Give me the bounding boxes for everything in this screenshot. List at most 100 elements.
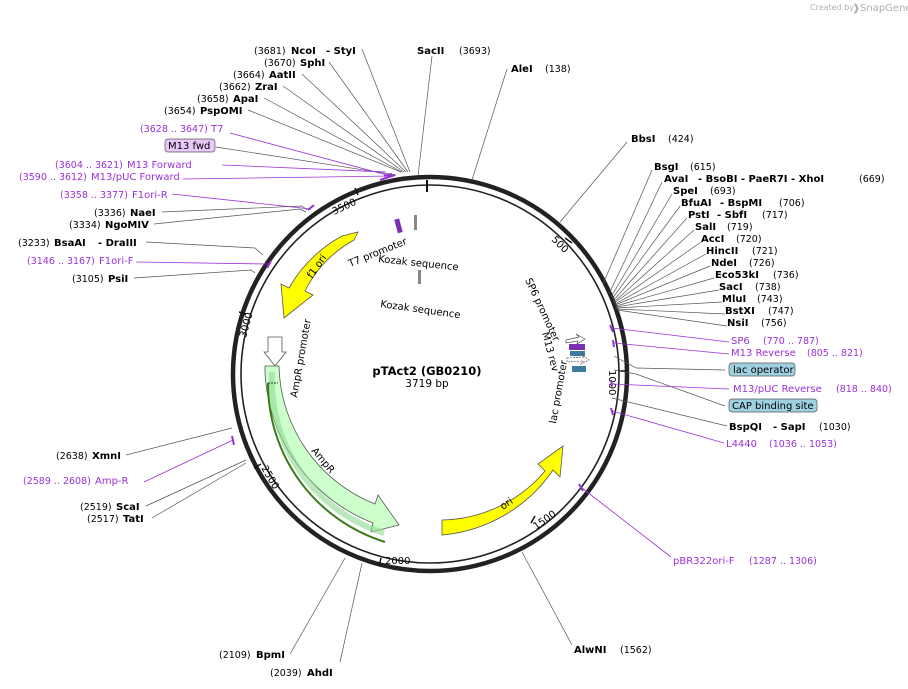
site-acci[interactable]: AccI (701, 234, 724, 245)
brand-created-by: Created by (810, 3, 854, 12)
site-alei[interactable]: AleI (511, 64, 533, 75)
feature-lac-operator[interactable]: lac operator (733, 365, 794, 376)
site-pos: (736) (773, 270, 799, 281)
primer-m13-reverse[interactable]: M13 Reverse (731, 348, 796, 359)
site-aatii[interactable]: AatII (269, 70, 296, 81)
ampr-promoter-label: AmpR promoter (289, 317, 314, 398)
site-apai[interactable]: ApaI (233, 94, 258, 105)
site-pos: (747) (768, 306, 794, 317)
site-sali[interactable]: SalI (695, 222, 716, 233)
site-bsaai[interactable]: BsaAI (54, 238, 86, 249)
left-primer-lines (135, 132, 397, 483)
site-bsobi-paer7i-xhoi[interactable]: - BsoBI - PaeR7I - XhoI (698, 174, 824, 185)
site-bstxi[interactable]: BstXI (725, 306, 755, 317)
site-xmni[interactable]: XmnI (92, 451, 121, 462)
site-pos: (721) (752, 246, 778, 257)
site-alwni[interactable]: AlwNI (574, 645, 607, 656)
primer-range: (3628 .. 3647) (140, 124, 208, 135)
site-ncoi[interactable]: NcoI (291, 46, 316, 57)
site-pos: (2039) (270, 668, 302, 679)
snapgene-logo: ❱ (852, 3, 860, 14)
primer-m13-fwd[interactable]: M13 fwd (168, 141, 210, 152)
site-bpmi[interactable]: BpmI (256, 650, 285, 661)
site-eco53ki[interactable]: Eco53kI (715, 270, 759, 281)
site-pos: (720) (736, 234, 762, 245)
primer-m13fwd-box[interactable] (164, 138, 216, 153)
sp6-promoter-arrow (565, 333, 586, 345)
backbone-outer (230, 174, 630, 574)
primer-range: (1287 .. 1306) (749, 556, 817, 567)
site-psii[interactable]: PsiI (108, 274, 128, 285)
site-sphi[interactable]: SphI (300, 58, 325, 69)
cap-binding-box[interactable] (728, 398, 818, 413)
primer-pbr322ori-f[interactable]: pBR322ori-F (673, 556, 735, 567)
site-sacii[interactable]: SacII (417, 46, 444, 57)
site-pos: (2109) (219, 650, 251, 661)
site-hincii[interactable]: HincII (706, 246, 738, 257)
ori-arrow (441, 445, 564, 536)
site-bfuai[interactable]: BfuAI (681, 198, 712, 209)
sp6-mark (569, 344, 585, 350)
site-psti[interactable]: PstI (688, 210, 710, 221)
lac-operator-box[interactable] (728, 362, 796, 377)
feature-cap-binding-site[interactable]: CAP binding site (732, 401, 814, 412)
t7-promoter-mark (394, 218, 403, 234)
site-pos: (719) (727, 222, 753, 233)
site-pos: (138) (545, 64, 571, 75)
site-pos: (726) (749, 258, 775, 269)
site-pos: (2517) (87, 514, 119, 525)
primer-range: (3590 .. 3612) (19, 172, 87, 183)
site-ndei[interactable]: NdeI (711, 258, 737, 269)
site-pos: (424) (668, 134, 694, 145)
site-pos: (3681) (254, 46, 286, 57)
site-bbsi[interactable]: BbsI (631, 134, 655, 145)
site-pos: (706) (779, 198, 805, 209)
site-styi[interactable]: - StyI (326, 46, 356, 57)
site-pos: (3105) (72, 274, 104, 285)
primer-m13-puc-forward[interactable]: M13/pUC Forward (91, 172, 180, 183)
site-bsgi[interactable]: BsgI (654, 162, 678, 173)
primer-range: (3146 .. 3167) (27, 256, 95, 267)
site-pos: (738) (755, 282, 781, 293)
primer-range: (3358 .. 3377) (60, 190, 128, 201)
kozak-label-2: Kozak sequence (380, 299, 461, 321)
site-pos: (1030) (819, 422, 851, 433)
primer-m13-puc-reverse[interactable]: M13/pUC Reverse (733, 384, 822, 395)
site-pos: (3670) (264, 58, 296, 69)
site-pos: (2638) (56, 451, 88, 462)
lac-operator-mark (570, 351, 585, 356)
site-sbfi[interactable]: - SbfI (717, 210, 747, 221)
site-ahdi[interactable]: AhdI (307, 668, 333, 679)
primer-amp-r[interactable]: Amp-R (95, 476, 129, 487)
primer-m13-forward[interactable]: M13 Forward (127, 160, 192, 171)
primer-l4440[interactable]: L4440 (726, 439, 757, 450)
site-sapi[interactable]: - SapI (773, 422, 805, 433)
site-pos: (3664) (233, 70, 265, 81)
ampr-promoter-arrow (263, 336, 287, 367)
primer-range: (818 .. 840) (836, 384, 892, 395)
primer-sp6[interactable]: SP6 (731, 336, 750, 347)
lac-promoter-arrow (566, 353, 590, 365)
site-avai[interactable]: AvaI (664, 174, 688, 185)
primer-t7[interactable]: T7 (210, 124, 223, 135)
site-nsii[interactable]: NsiI (727, 318, 748, 329)
site-mlui[interactable]: MluI (722, 294, 746, 305)
site-bspmi[interactable]: - BspMI (720, 198, 762, 209)
site-zrai[interactable]: ZraI (255, 82, 278, 93)
site-spei[interactable]: SpeI (673, 186, 698, 197)
site-pos: (3233) (18, 238, 50, 249)
tick-label-2000: 2000 (385, 556, 410, 567)
site-draiii[interactable]: - DraIII (98, 238, 137, 249)
primer-f1ori-r[interactable]: F1ori-R (132, 190, 168, 201)
site-saci[interactable]: SacI (719, 282, 743, 293)
site-pspomi[interactable]: PspOMI (200, 106, 242, 117)
site-tati[interactable]: TatI (123, 514, 144, 525)
site-naei[interactable]: NaeI (130, 208, 156, 219)
site-pos: (3658) (197, 94, 229, 105)
ampr-shadow (268, 371, 385, 536)
site-bspqi[interactable]: BspQI (729, 422, 762, 433)
site-scai[interactable]: ScaI (116, 502, 140, 513)
primer-f1ori-f[interactable]: F1ori-F (99, 256, 134, 267)
plasmid-title: pTAct2 (GB0210) (372, 364, 481, 378)
site-ngomiv[interactable]: NgoMIV (105, 220, 149, 231)
